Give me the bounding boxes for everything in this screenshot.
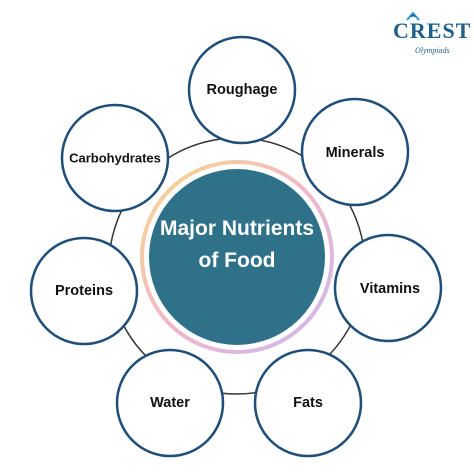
node-label-fats: Fats xyxy=(293,395,323,411)
node-circle-roughage xyxy=(187,35,297,145)
node-label-minerals: Minerals xyxy=(325,145,385,161)
node-label-water: Water xyxy=(150,395,190,411)
logo-text: CREST xyxy=(393,18,472,43)
node-label-proteins: Proteins xyxy=(54,283,114,299)
crest-logo: CREST Olympiads xyxy=(393,12,470,58)
logo-mark-icon xyxy=(406,12,420,21)
node-circle-vitamins xyxy=(333,233,443,343)
node-circle-water xyxy=(115,348,225,458)
node-group xyxy=(29,35,443,458)
center-circle xyxy=(149,169,325,345)
node-circle-proteins xyxy=(29,236,139,346)
node-circle-minerals xyxy=(300,97,410,207)
node-circle-fats xyxy=(253,348,363,458)
logo-subtext: Olympiads xyxy=(415,46,450,55)
center-title-line-1: Major Nutrients xyxy=(159,217,314,240)
node-circle-carbohydrates xyxy=(60,103,170,213)
node-label-vitamins: Vitamins xyxy=(359,281,421,297)
node-label-carbohydrates: Carbohydrates xyxy=(69,150,161,166)
center-label: Major Nutrients of Food xyxy=(150,202,324,288)
node-label-roughage: Roughage xyxy=(206,82,278,98)
center-title-line-2: of Food xyxy=(198,249,276,272)
